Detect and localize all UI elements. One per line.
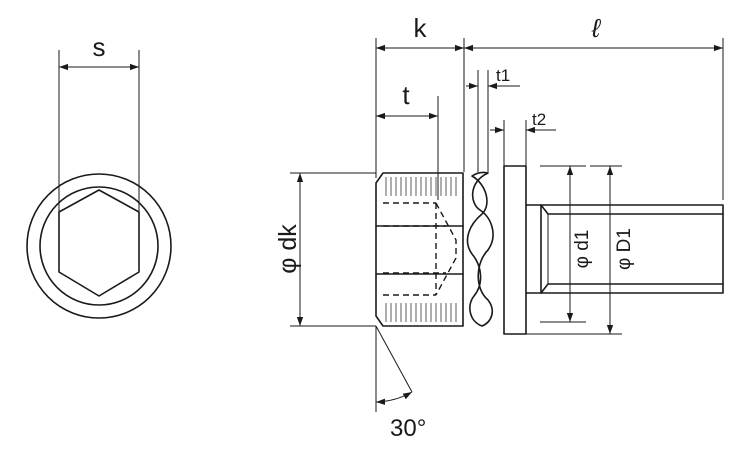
bolt-shank [525, 204, 542, 294]
side-view: k ℓ t t1 t2 φ dk φ d1 [274, 13, 724, 442]
dim-t1-label: t1 [496, 66, 510, 85]
bolt-head [375, 172, 464, 327]
end-view: s [26, 32, 172, 319]
hex-socket [58, 189, 140, 297]
spring-washer [466, 171, 494, 327]
dim-D1-label: φ D1 [614, 228, 635, 270]
dim-l-label: ℓ [591, 13, 602, 43]
dim-s-label: s [93, 32, 106, 62]
angle-arc [375, 391, 413, 405]
dim-dk-label: φ dk [274, 224, 302, 274]
dim-d1-label: φ d1 [572, 230, 593, 269]
dim-k-label: k [414, 13, 428, 43]
hidden-socket [383, 202, 457, 296]
dim-t-label: t [402, 80, 410, 110]
flat-washer [503, 165, 527, 335]
knurl-bottom [385, 303, 457, 322]
knurl-top [385, 177, 457, 196]
dim-t2-label: t2 [532, 110, 546, 129]
dim-angle-label: 30° [390, 415, 426, 442]
